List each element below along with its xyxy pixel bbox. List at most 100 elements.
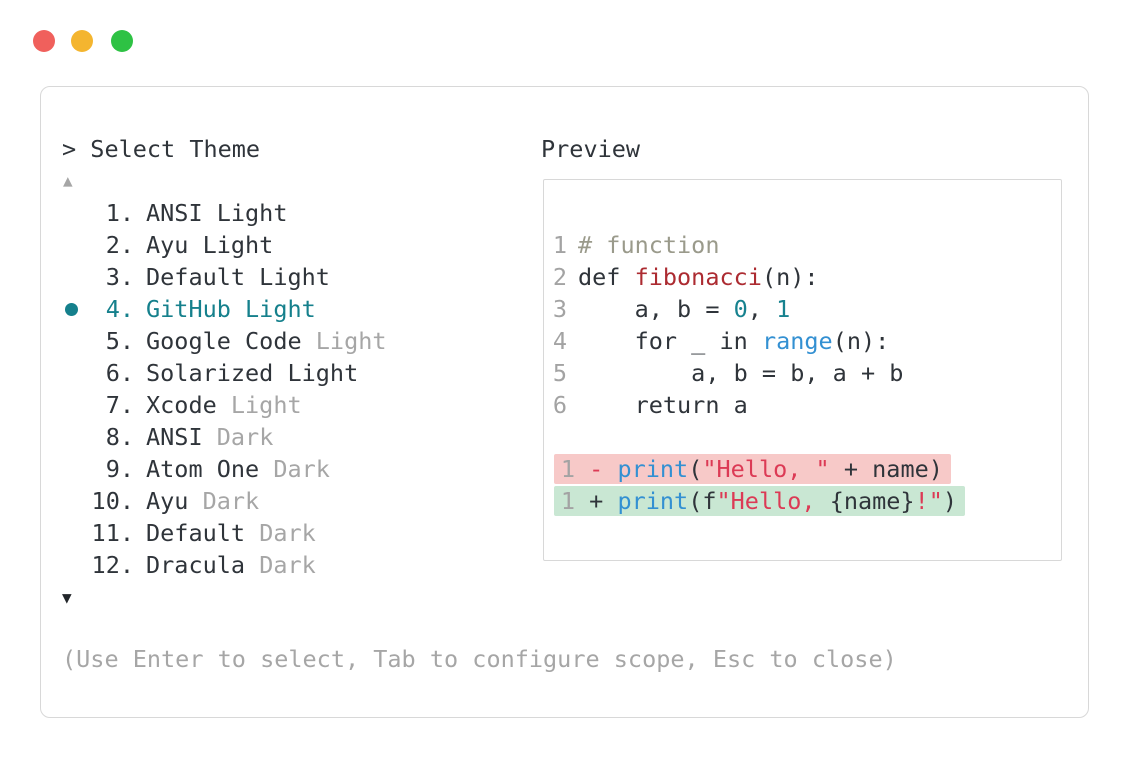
- code-token-comment: # function: [578, 231, 720, 259]
- theme-item-variant: Dark: [273, 455, 330, 483]
- theme-item-number: 8.: [105, 423, 134, 451]
- theme-item-number: 12.: [91, 551, 134, 579]
- code-token-plain: a, b =: [578, 295, 734, 323]
- theme-item-variant: Dark: [216, 423, 274, 451]
- code-token-plain: ): [942, 487, 958, 515]
- code-token-string: !": [914, 487, 943, 515]
- theme-item-dracula[interactable]: 12. Dracula Dark: [41, 549, 541, 581]
- theme-item-variant: Dark: [202, 487, 260, 515]
- code-token-plain: a, b = b, a + b: [578, 359, 904, 387]
- code-token-plain: return a: [578, 391, 748, 419]
- theme-item-variant: Dark: [259, 519, 316, 547]
- theme-item-label: Dracula Dark: [146, 551, 316, 579]
- theme-item-default[interactable]: 11. Default Dark: [41, 517, 541, 549]
- code-token-builtin: print: [617, 455, 689, 483]
- code-token-builtin: print: [617, 487, 689, 515]
- theme-item-number: 5.: [105, 327, 134, 355]
- code-token-function: fibonacci: [634, 263, 762, 291]
- code-token-string: "Hello, ": [702, 455, 830, 483]
- line-number: 1: [552, 231, 567, 259]
- theme-item-ayu-light[interactable]: 2. Ayu Light: [41, 229, 541, 261]
- line-number: 1: [560, 487, 575, 515]
- theme-item-number: 11.: [91, 519, 134, 547]
- line-number: 2: [552, 263, 567, 291]
- line-number: 3: [552, 295, 567, 323]
- theme-prompt: > Select Theme: [62, 135, 261, 163]
- code-line: 4 for _ in range(n):: [552, 325, 1061, 357]
- theme-item-ansi-light[interactable]: 1. ANSI Light: [41, 197, 541, 229]
- close-button[interactable]: [33, 30, 55, 52]
- code-line: 5 a, b = b, a + b: [552, 357, 1061, 389]
- theme-item-ansi[interactable]: 8. ANSI Dark: [41, 421, 541, 453]
- line-number: 5: [552, 359, 567, 387]
- code-line: 1 # function: [552, 229, 1061, 261]
- diff-line-removed: 1 - print("Hello, " + name): [552, 453, 1061, 485]
- theme-item-number: 9.: [105, 455, 134, 483]
- theme-item-default-light[interactable]: 3. Default Light: [41, 261, 541, 293]
- theme-item-number: 4.: [105, 295, 134, 323]
- code-token-builtin: range: [761, 327, 833, 355]
- code-token-number: 1: [776, 295, 791, 323]
- theme-item-label: Ayu Light: [146, 231, 274, 259]
- theme-item-label: ANSI Dark: [146, 423, 274, 451]
- code-text: a, b = b, a + b: [578, 357, 903, 389]
- theme-item-github-light[interactable]: 4. GitHub Light: [41, 293, 541, 325]
- code-token-plain: for _ in: [578, 327, 762, 355]
- theme-item-variant: Light: [315, 327, 387, 355]
- theme-item-google-code[interactable]: 5. Google Code Light: [41, 325, 541, 357]
- theme-item-label: Xcode Light: [146, 391, 302, 419]
- diff-sign-removed: -: [575, 455, 618, 483]
- theme-item-xcode[interactable]: 7. Xcode Light: [41, 389, 541, 421]
- theme-item-label: Default Light: [146, 263, 330, 291]
- scroll-up-icon[interactable]: ▲: [63, 171, 73, 190]
- code-token-plain: def: [578, 263, 635, 291]
- code-line: 6 return a: [552, 389, 1061, 421]
- theme-item-label: ANSI Light: [146, 199, 288, 227]
- theme-picker-panel: > Select Theme ▲ 1. ANSI Light 2. Ayu Light…: [40, 86, 1089, 718]
- theme-item-solarized-light[interactable]: 6. Solarized Light: [41, 357, 541, 389]
- code-text: a, b = 0, 1: [578, 293, 791, 325]
- theme-item-number: 7.: [105, 391, 134, 419]
- code-token-number: 0: [733, 295, 748, 323]
- minimize-button[interactable]: [71, 30, 93, 52]
- code-token-plain: ,: [747, 295, 777, 323]
- theme-item-label: Atom One Dark: [146, 455, 330, 483]
- code-token-plain: + name): [829, 455, 943, 483]
- diff-line-added: 1 + print(f"Hello, {name}!"): [552, 485, 1061, 517]
- theme-item-number: 1.: [105, 199, 134, 227]
- theme-item-number: 6.: [105, 359, 134, 387]
- theme-item-variant: Dark: [259, 551, 316, 579]
- theme-item-number: 3.: [105, 263, 134, 291]
- diff-highlight-removed: 1 - print("Hello, " + name): [554, 454, 951, 484]
- diff-sign-added: +: [575, 487, 618, 515]
- code-text: # function: [578, 229, 719, 261]
- line-number: 6: [552, 391, 567, 419]
- theme-item-label: Google Code Light: [146, 327, 387, 355]
- preview-title: Preview: [541, 135, 641, 163]
- line-number: 4: [552, 327, 567, 355]
- theme-item-number: 10.: [91, 487, 134, 515]
- code-token-plain: (n):: [761, 263, 819, 291]
- code-line: 2 def fibonacci(n):: [552, 261, 1061, 293]
- code-token-plain: (n):: [832, 327, 890, 355]
- code-token-plain: (f: [688, 487, 717, 515]
- theme-item-ayu[interactable]: 10. Ayu Dark: [41, 485, 541, 517]
- code-line: 3 a, b = 0, 1: [552, 293, 1061, 325]
- code-text: for _ in range(n):: [578, 325, 890, 357]
- code-token-plain: (: [688, 455, 703, 483]
- theme-item-label: Solarized Light: [146, 359, 359, 387]
- theme-item-number: 2.: [105, 231, 134, 259]
- theme-item-label: Ayu Dark: [146, 487, 260, 515]
- code-text: return a: [578, 389, 748, 421]
- theme-item-label: Default Dark: [146, 519, 316, 547]
- code-text: def fibonacci(n):: [578, 261, 819, 293]
- hint-text: (Use Enter to select, Tab to configure s…: [62, 645, 897, 673]
- diff-highlight-added: 1 + print(f"Hello, {name}!"): [554, 486, 966, 516]
- theme-item-label: GitHub Light: [146, 295, 316, 323]
- code-token-string: "Hello,: [716, 487, 830, 515]
- theme-item-atom-one[interactable]: 9. Atom One Dark: [41, 453, 541, 485]
- zoom-button[interactable]: [111, 30, 133, 52]
- scroll-down-icon[interactable]: ▼: [62, 588, 72, 607]
